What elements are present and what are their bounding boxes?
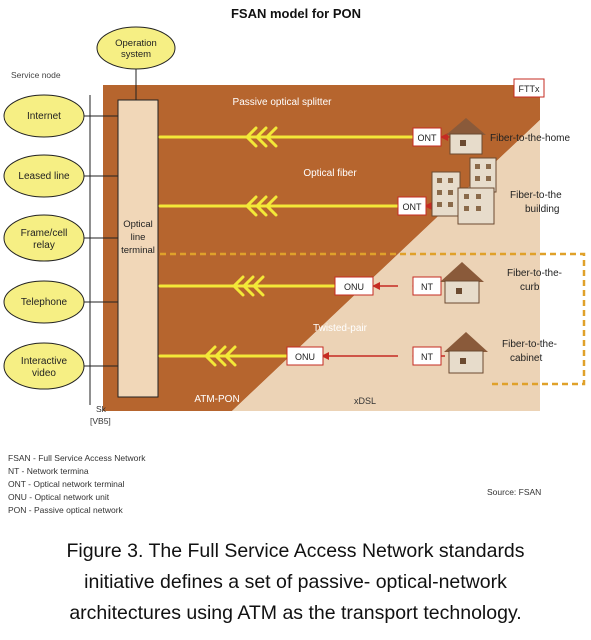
service-interactive-video [3, 342, 85, 390]
sk-label: Sk [96, 404, 107, 414]
legend-item: ONT - Optical network terminal [8, 479, 125, 489]
vb5-label: [VB5] [90, 416, 111, 426]
onu-box-cabinet [286, 346, 324, 366]
fiber-building-label-2: building [525, 204, 559, 215]
service-internet-label: Internet [27, 111, 61, 122]
house-icon-home [446, 118, 486, 155]
fiber-chevron-3b [241, 275, 255, 297]
house-icon-cabinet [444, 332, 488, 374]
atm-pon-label: ATM-PON [194, 394, 239, 405]
fsan-pon-diagram: FSAN model for PON Operation system Serv… [3, 6, 591, 426]
service-frame-relay-label-2: relay [33, 240, 55, 251]
fiber-chevron-2c [264, 195, 278, 217]
fttx-box [513, 78, 545, 98]
service-internet [3, 94, 85, 138]
ont-box-home [412, 127, 442, 147]
fiber-arrows [158, 126, 417, 367]
fiber-home-label: Fiber-to-the-home [490, 133, 570, 144]
legend-item: NT - Network termina [8, 466, 89, 476]
fiber-chevron-1c [264, 126, 278, 148]
nt-box-curb [412, 276, 442, 296]
fiber-cabinet-label-2: cabinet [510, 353, 542, 364]
right-margin [540, 85, 591, 415]
service-frame-relay [3, 214, 85, 262]
fiber-chevron-4b [213, 345, 227, 367]
service-node-label: Service node [11, 70, 61, 80]
service-telephone [3, 280, 85, 324]
nt-box-cabinet [412, 346, 442, 366]
operation-system [96, 26, 176, 70]
atm-pon-region [103, 85, 540, 411]
fiber-chevron-2b [254, 195, 268, 217]
optical-line-terminal [117, 99, 159, 398]
service-telephone-label: Telephone [21, 297, 68, 308]
optical-fiber-label: Optical fiber [303, 168, 357, 179]
building-icon [431, 157, 497, 225]
fiber-building-label-1: Fiber-to-the [510, 190, 562, 201]
fiber-curb-label-1: Fiber-to-the- [507, 268, 562, 279]
fiber-chevron-2a [244, 195, 258, 217]
service-leased-line [3, 154, 85, 198]
figure-caption: Figure 3. The Full Service Access Networ… [0, 536, 591, 629]
olt-label-3: terminal [121, 245, 155, 256]
legend-item: ONU - Optical network unit [8, 492, 110, 502]
service-leased-line-label: Leased line [18, 171, 70, 182]
fiber-chevron-1a [244, 126, 258, 148]
legend-item: FSAN - Full Service Access Network [8, 453, 146, 463]
fiber-cabinet-label-1: Fiber-to-the- [502, 339, 557, 350]
ont-label-building: ONT [403, 202, 423, 212]
diagram-title: FSAN model for PON [231, 6, 361, 21]
fiber-chevron-4a [203, 345, 217, 367]
copper-region-dashed [160, 252, 586, 386]
fiber-chevron-3c [251, 275, 265, 297]
twisted-pair-label: Twisted-pair [313, 323, 368, 334]
caption-line: architectures using ATM as the transport… [69, 602, 522, 624]
operation-system-label-2: system [121, 49, 151, 60]
onu-label-cabinet: ONU [295, 352, 315, 362]
fiber-chevron-3a [231, 275, 245, 297]
onu-box-curb [334, 276, 374, 296]
nt-label-curb: NT [421, 282, 433, 292]
service-connectors [78, 115, 118, 367]
legend: FSAN - Full Service Access Network NT - … [8, 452, 308, 517]
fiber-chevron-4c [223, 345, 237, 367]
service-frame-relay-label-1: Frame/cell [21, 228, 68, 239]
legend-item: PON - Passive optical network [8, 505, 123, 515]
olt-label-1: Optical [123, 219, 153, 230]
operation-system-label-1: Operation [115, 38, 157, 49]
service-interactive-video-label-1: Interactive [21, 356, 68, 367]
ont-box-building [397, 196, 427, 216]
fttx-label: FTTx [519, 84, 540, 94]
source-credit: Source: FSAN [487, 487, 542, 497]
olt-label-2: line [131, 232, 146, 243]
house-icon-curb [440, 262, 484, 304]
caption-line: initiative defines a set of passive- opt… [84, 571, 507, 593]
nt-label-cabinet: NT [421, 352, 433, 362]
xdsl-label: xDSL [354, 396, 376, 406]
caption-line: Figure 3. The Full Service Access Networ… [66, 540, 525, 562]
onu-label-curb: ONU [344, 282, 364, 292]
fiber-curb-label-2: curb [520, 282, 540, 293]
passive-splitter-label: Passive optical splitter [233, 97, 333, 108]
fiber-chevron-1b [254, 126, 268, 148]
service-interactive-video-label-2: video [32, 368, 56, 379]
ont-label-home: ONT [418, 133, 438, 143]
